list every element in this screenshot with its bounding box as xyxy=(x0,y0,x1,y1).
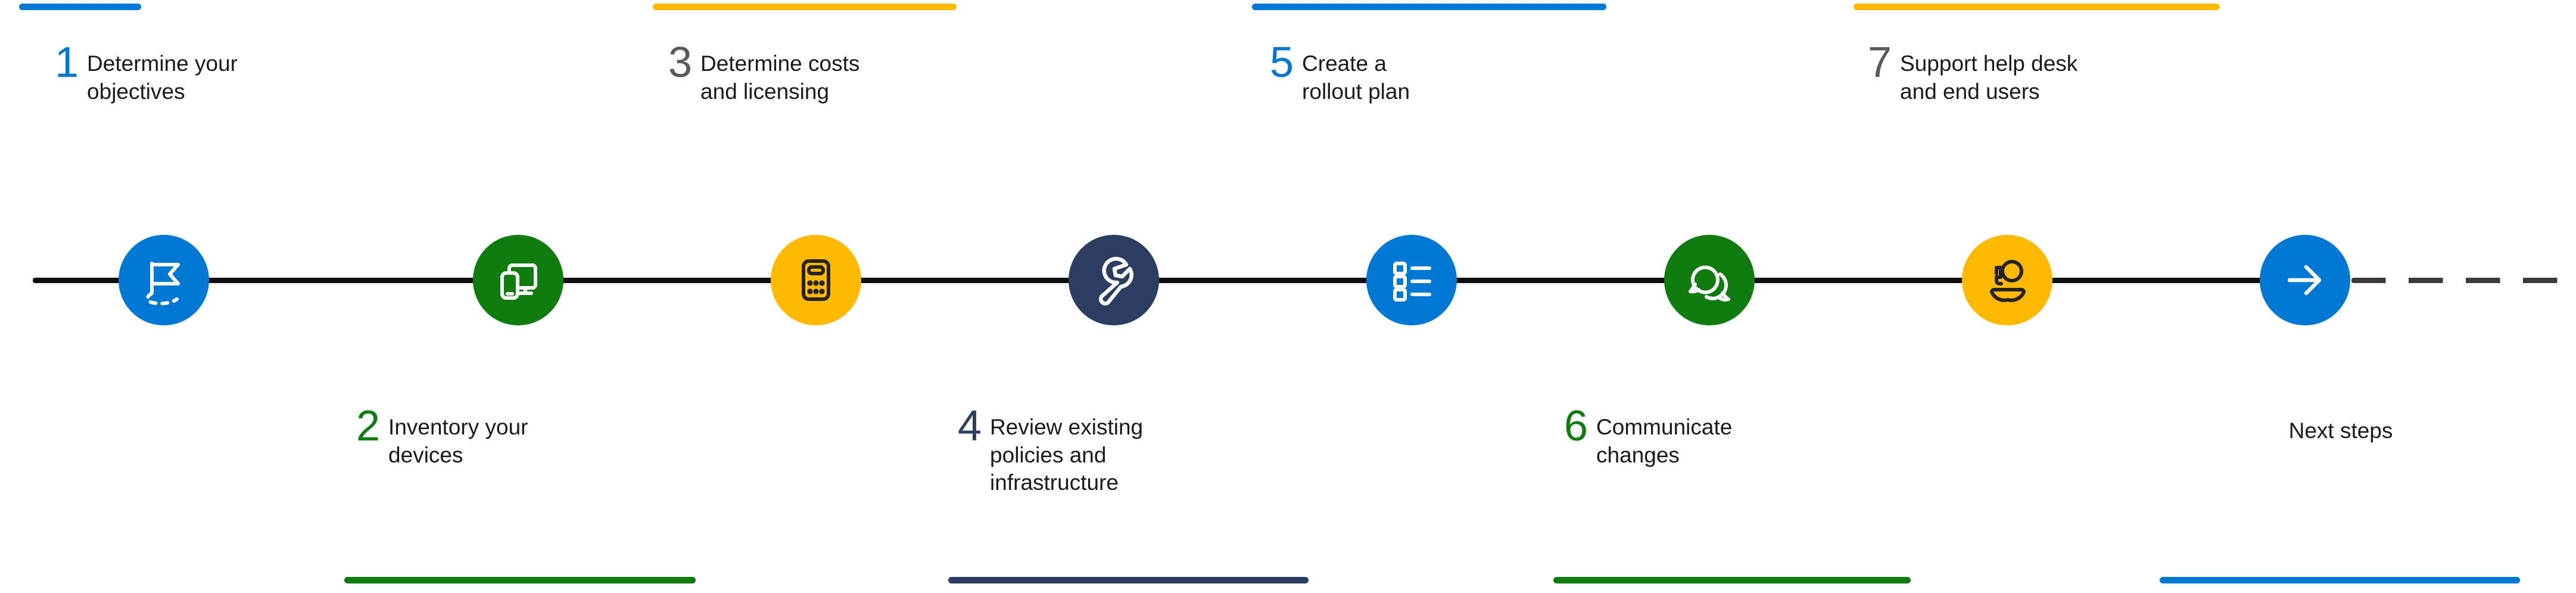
step-label-5: 5 Create a rollout plan xyxy=(1270,39,1550,105)
step-text-5: Create a rollout plan xyxy=(1302,51,1410,104)
timeline-spine xyxy=(33,278,2308,283)
task-list-icon xyxy=(1393,262,1431,302)
step-number-2: 2 xyxy=(356,402,381,450)
step-number-5: 5 xyxy=(1270,39,1294,86)
flag-path-icon xyxy=(145,262,180,306)
step-node-next-steps[interactable] xyxy=(2260,235,2350,325)
step-node-3[interactable] xyxy=(771,235,861,325)
step-node-1[interactable] xyxy=(119,235,209,325)
step-node-5[interactable] xyxy=(1366,235,1457,325)
step-text-4: Review existing policies and infrastruct… xyxy=(990,415,1144,495)
step-node-7[interactable] xyxy=(1962,235,2052,325)
accent-rule-step-5 xyxy=(1252,4,1606,10)
step-label-4: 4 Review existing policies and infrastru… xyxy=(958,405,1256,497)
step-number-6: 6 xyxy=(1564,402,1588,450)
accent-rule-step-1 xyxy=(19,4,141,10)
step-node-6[interactable] xyxy=(1664,235,1755,325)
step-text-next-steps: Next steps xyxy=(2288,418,2393,443)
accent-rule-step-6 xyxy=(1553,577,1911,583)
step-text-1: Determine your objectives xyxy=(87,51,238,104)
step-text-2: Inventory your devices xyxy=(388,415,528,467)
accent-rule-next-steps xyxy=(2160,577,2520,583)
step-number-1: 1 xyxy=(55,39,79,86)
step-node-4[interactable] xyxy=(1069,235,1159,325)
accent-rule-step-7 xyxy=(1854,4,2220,10)
headset-person-icon xyxy=(1990,260,2026,302)
accent-rule-step-4 xyxy=(948,577,1309,583)
step-label-6: 6 Communicate changes xyxy=(1564,405,1850,469)
chat-bubbles-icon xyxy=(1689,265,1730,302)
step-text-3: Determine costs and licensing xyxy=(700,51,860,104)
step-label-3: 3 Determine costs and licensing xyxy=(668,39,966,105)
step-text-6: Communicate changes xyxy=(1596,415,1733,467)
calculator-icon xyxy=(802,259,830,301)
step-number-4: 4 xyxy=(958,402,982,450)
accent-rule-step-3 xyxy=(653,4,957,10)
wrench-icon xyxy=(1099,256,1133,306)
timeline-dashed-continuation xyxy=(2351,278,2566,283)
devices-icon xyxy=(500,263,537,300)
step-label-2: 2 Inventory your devices xyxy=(356,405,636,469)
step-label-1: 1 Determine your objectives xyxy=(55,39,329,105)
accent-rule-step-2 xyxy=(344,577,696,583)
arrow-right-icon xyxy=(2287,265,2322,296)
step-label-7: 7 Support help desk and end users xyxy=(1868,39,2178,105)
step-text-7: Support help desk and end users xyxy=(1900,51,2078,104)
step-number-3: 3 xyxy=(668,39,693,86)
step-node-2[interactable] xyxy=(473,235,563,325)
step-label-next-steps: Next steps xyxy=(2162,417,2519,445)
step-number-7: 7 xyxy=(1868,39,1892,86)
